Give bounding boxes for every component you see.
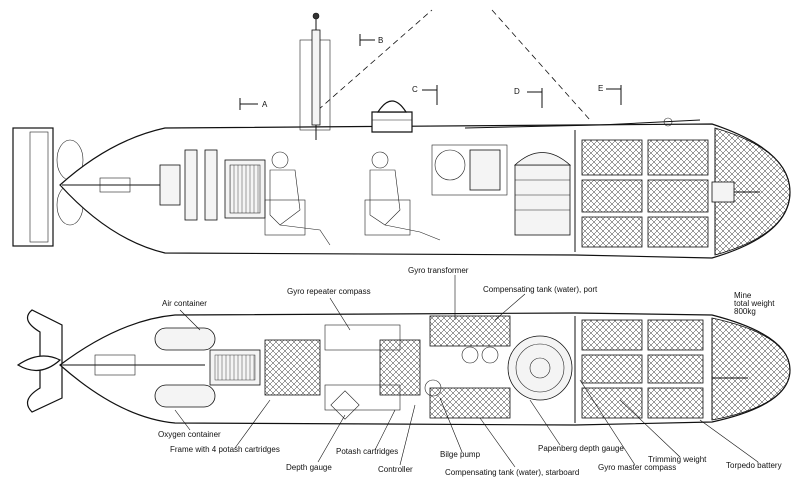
- section-marker-e: E: [598, 84, 622, 105]
- mine-nose-plan: [711, 317, 791, 421]
- depth-gauge-part: [330, 390, 360, 420]
- label-controller: Controller: [378, 465, 413, 474]
- oxygen-container: [154, 384, 216, 408]
- svg-text:D: D: [514, 87, 520, 96]
- svg-text:C: C: [412, 85, 418, 94]
- gyro-housing: [514, 164, 571, 236]
- label-air-container: Air container: [162, 299, 207, 308]
- label-bilge-pump: Bilge pump: [440, 450, 481, 459]
- label-mine-2: total weight: [734, 299, 775, 308]
- side-elevation-view: A B C D E: [12, 9, 791, 259]
- sight-line-left: [317, 9, 433, 111]
- section-marker-a: A: [239, 98, 268, 110]
- tail-rudder: [12, 127, 54, 247]
- svg-text:B: B: [378, 36, 383, 45]
- label-gyro-repeater: Gyro repeater compass: [287, 287, 371, 296]
- air-container: [154, 327, 216, 351]
- label-comp-tank-starboard: Compensating tank (water), starboard: [445, 468, 579, 477]
- label-gyro-master: Gyro master compass: [598, 463, 676, 472]
- label-mine-3: 800kg: [734, 307, 756, 316]
- label-gyro-transformer: Gyro transformer: [408, 266, 469, 275]
- svg-text:E: E: [598, 84, 603, 93]
- label-torpedo-battery: Torpedo battery: [726, 461, 782, 470]
- battery-cells-side: [581, 139, 709, 248]
- svg-text:A: A: [262, 100, 268, 109]
- label-mine-1: Mine: [734, 291, 752, 300]
- potash-cartridges: [379, 339, 421, 396]
- potash-frame: [264, 339, 321, 396]
- plan-view: [16, 309, 791, 426]
- label-frame-potash: Frame with 4 potash cartridges: [170, 445, 280, 454]
- section-marker-b: B: [359, 34, 383, 46]
- gyro-master-compass: [507, 335, 573, 401]
- labels: Air container Gyro repeater compass Gyro…: [158, 266, 782, 477]
- comp-tank-port: [429, 315, 511, 347]
- bilge-pump: [424, 379, 442, 397]
- comp-tank-starboard: [429, 387, 511, 419]
- battery-cells-plan: [581, 319, 704, 419]
- section-marker-c: C: [412, 85, 438, 105]
- label-comp-tank-port: Compensating tank (water), port: [483, 285, 598, 294]
- crew-figures: [264, 151, 441, 246]
- conning-tower: [371, 111, 413, 133]
- tower-dome: [376, 100, 408, 113]
- label-potash-cartridges: Potash cartridges: [336, 447, 398, 456]
- section-marker-d: D: [514, 87, 543, 108]
- label-depth-gauge: Depth gauge: [286, 463, 332, 472]
- label-trimming-weight: Trimming weight: [648, 455, 707, 464]
- label-oxygen: Oxygen container: [158, 430, 221, 439]
- label-papenberg: Papenberg depth gauge: [538, 444, 624, 453]
- sight-line-right: [491, 9, 591, 121]
